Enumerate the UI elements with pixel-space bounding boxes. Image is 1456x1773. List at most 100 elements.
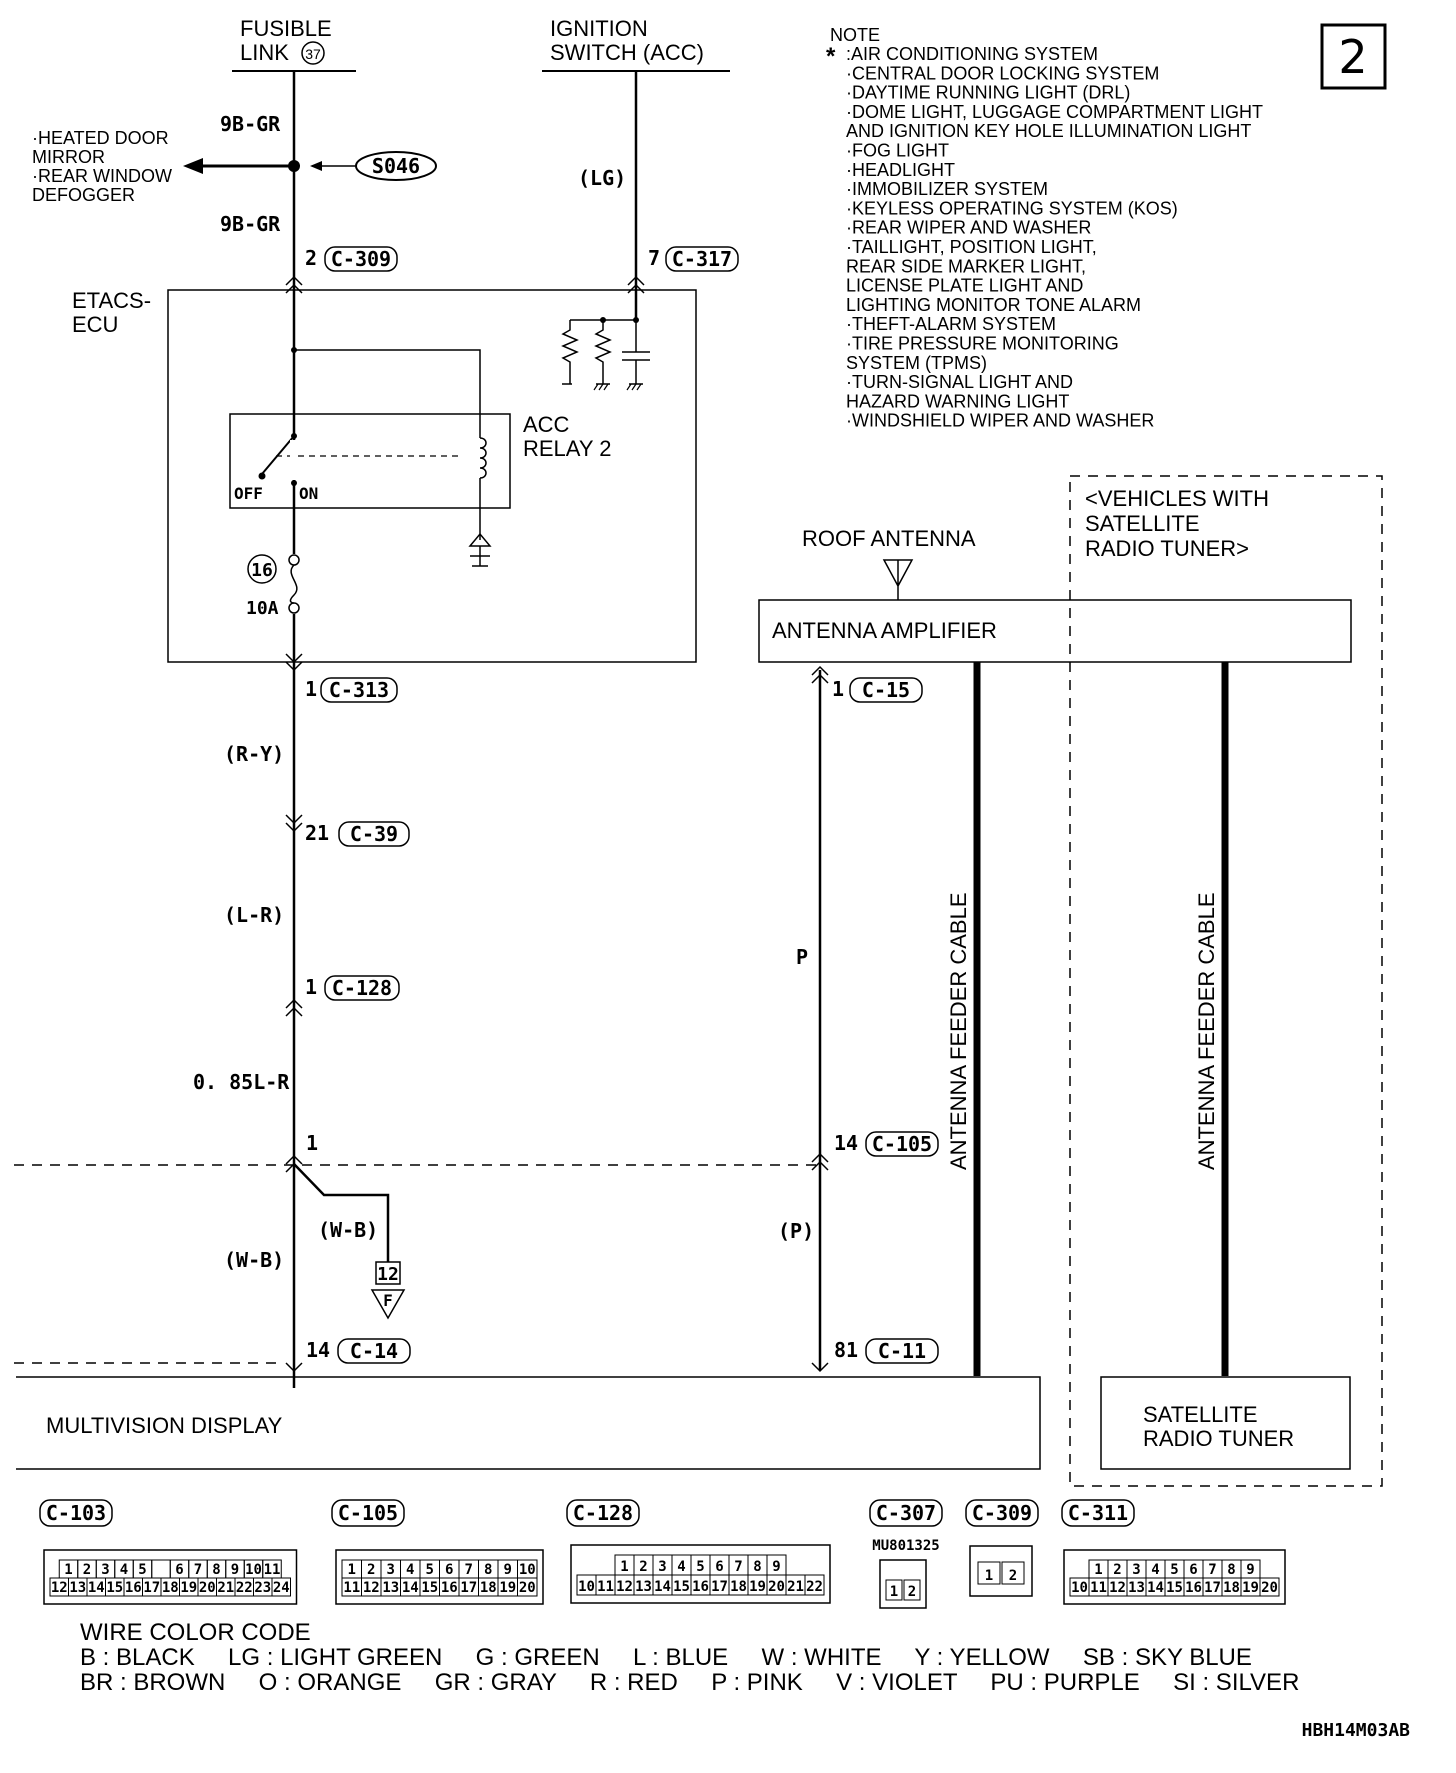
connector-c307-title: C-307 — [876, 1501, 936, 1525]
connector-c311-pin: 7 — [1208, 1562, 1216, 1578]
connector-c105-pin: 6 — [445, 1562, 453, 1578]
note-item: REAR SIDE MARKER LIGHT, — [846, 256, 1086, 276]
connector-c128-pin: 11 — [597, 1579, 614, 1595]
note-item: ·HEADLIGHT — [846, 160, 955, 180]
connector-c103-pin: 18 — [162, 1580, 179, 1596]
connector-c128-pin: 19 — [749, 1579, 766, 1595]
connector-c105-pin: 2 — [367, 1562, 375, 1578]
pin-c11: 81 — [834, 1338, 858, 1362]
connector-c128-pin: 9 — [772, 1559, 780, 1575]
note-marker: * — [826, 43, 836, 70]
figure-code: HBH14M03AB — [1302, 1720, 1411, 1741]
connector-c311-pin: 20 — [1261, 1580, 1278, 1596]
connector-c105-pin: 19 — [499, 1580, 516, 1596]
connector-c14-label: C-14 — [350, 1339, 398, 1363]
connector-c128-pin: 15 — [673, 1579, 690, 1595]
color-code-line2: BR : BROWN O : ORANGE GR : GRAY R : RED … — [80, 1669, 1299, 1696]
wire-9b-gr-1: 9B-GR — [220, 112, 281, 136]
note-item: ·THEFT-ALARM SYSTEM — [846, 314, 1056, 334]
connector-c105-label: C-105 — [872, 1132, 932, 1156]
connector-c105-title: C-105 — [338, 1501, 398, 1525]
connector-c128-pin: 8 — [753, 1559, 761, 1575]
wire-r-y: (R-Y) — [224, 742, 284, 766]
note-item: ·KEYLESS OPERATING SYSTEM (KOS) — [846, 198, 1178, 218]
connector-c311-pin: 15 — [1166, 1580, 1183, 1596]
connector-c128-pin: 22 — [806, 1579, 823, 1595]
pin-c14: 14 — [306, 1338, 330, 1362]
fusible-link-label: FUSIBLE — [240, 16, 332, 41]
acc-relay-label-2: RELAY 2 — [523, 436, 611, 461]
connector-c103-title: C-103 — [46, 1501, 106, 1525]
wire-w-b: (W-B) — [224, 1248, 284, 1272]
pin-c39: 21 — [305, 821, 329, 845]
note-title: NOTE — [830, 25, 880, 45]
connector-c103-pin: 7 — [194, 1562, 202, 1578]
wire-p-2: (P) — [778, 1219, 814, 1243]
connector-c103-pin: 24 — [273, 1580, 290, 1596]
wire-p: P — [796, 945, 808, 969]
connector-c128-pin: 20 — [768, 1579, 785, 1595]
satellite-header-2: SATELLITE — [1085, 511, 1200, 536]
connector-c317-label: C-317 — [672, 247, 732, 271]
ignition-switch-label: IGNITION — [550, 16, 648, 41]
connector-c105-pin: 1 — [348, 1562, 356, 1578]
connector-c103-pin: 15 — [106, 1580, 123, 1596]
connector-c103-pin: 11 — [264, 1562, 281, 1578]
satellite-tuner-label: SATELLITE — [1143, 1402, 1258, 1427]
note-item: ·DOME LIGHT, LUGGAGE COMPARTMENT LIGHT — [846, 102, 1263, 122]
satellite-tuner-label-2: RADIO TUNER — [1143, 1426, 1294, 1451]
connector-c309-title: C-309 — [972, 1501, 1032, 1525]
connector-c105-pin: 16 — [441, 1580, 458, 1596]
connector-c311-pin: 1 — [1094, 1562, 1102, 1578]
connector-c128-pin: 18 — [730, 1579, 747, 1595]
connector-c103-pin: 13 — [69, 1580, 86, 1596]
note-item: ·WINDSHIELD WIPER AND WASHER — [846, 411, 1154, 431]
connector-c311-title: C-311 — [1068, 1501, 1128, 1525]
wire-9b-gr-2: 9B-GR — [220, 212, 281, 236]
etacs-label-2: ECU — [72, 312, 118, 337]
connector-c311-pin: 16 — [1185, 1580, 1202, 1596]
connector-c105-pin: 18 — [480, 1580, 497, 1596]
fusible-link-number: 37 — [305, 46, 321, 62]
connector-c309-pin: 1 — [985, 1568, 993, 1584]
connector-c128-pin: 7 — [734, 1559, 742, 1575]
note-item: ·FOG LIGHT — [846, 141, 949, 161]
connector-c15-label: C-15 — [862, 678, 910, 702]
splice-s046 — [355, 151, 437, 181]
color-code-line1: B : BLACK LG : LIGHT GREEN G : GREEN L :… — [80, 1644, 1252, 1671]
satellite-option-region — [1069, 475, 1383, 1487]
connector-c105-pin: 15 — [421, 1580, 438, 1596]
connector-c311-pin: 8 — [1227, 1562, 1235, 1578]
connector-c103-pin: 21 — [217, 1580, 234, 1596]
fuse-number-circle — [247, 554, 277, 584]
connector-c105-pin: 7 — [465, 1562, 473, 1578]
connector-c103-pin: 4 — [120, 1562, 128, 1578]
note-item: AND IGNITION KEY HOLE ILLUMINATION LIGHT — [846, 121, 1251, 141]
wire-w-b-branch: (W-B) — [318, 1218, 378, 1242]
note-item: ·TAILLIGHT, POSITION LIGHT, — [846, 237, 1097, 257]
note-item: ·DAYTIME RUNNING LIGHT (DRL) — [846, 83, 1130, 103]
connector-c311-pin: 11 — [1090, 1580, 1107, 1596]
note-item: ·TURN-SIGNAL LIGHT AND — [846, 372, 1073, 392]
note-item: LIGHTING MONITOR TONE ALARM — [846, 295, 1141, 315]
acc-relay-box — [229, 413, 511, 509]
connector-c128-pin: 10 — [578, 1579, 595, 1595]
etacs-label: ETACS- — [72, 288, 151, 313]
connector-c311-pin: 2 — [1113, 1562, 1121, 1578]
satellite-header-3: RADIO TUNER> — [1085, 536, 1249, 561]
pin-c105: 14 — [834, 1131, 858, 1155]
satellite-header: <VEHICLES WITH — [1085, 486, 1269, 511]
color-code-title: WIRE COLOR CODE — [80, 1619, 311, 1646]
feeder-cable-label-1: ANTENNA FEEDER CABLE — [946, 892, 971, 1170]
connector-c103-pin: 5 — [138, 1562, 146, 1578]
ground-number: 12 — [377, 1264, 399, 1285]
connector-c103-pin: 6 — [175, 1562, 183, 1578]
connector-c103-pin: 3 — [101, 1562, 109, 1578]
fusible-link-number-circle — [301, 41, 325, 65]
page-number-box — [1320, 23, 1387, 90]
connector-c311-pin: 13 — [1128, 1580, 1145, 1596]
connector-c311-pin: 4 — [1151, 1562, 1159, 1578]
connector-c103-pin: 19 — [180, 1580, 197, 1596]
